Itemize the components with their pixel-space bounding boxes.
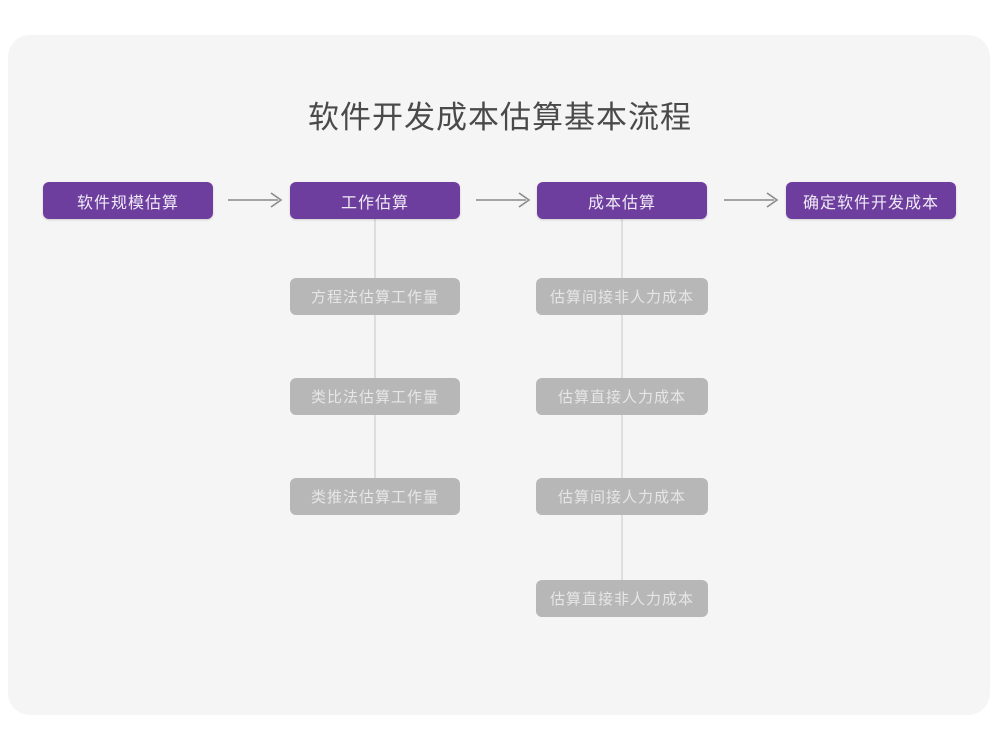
page-title: 软件开发成本估算基本流程 xyxy=(308,100,692,135)
arrow-3 xyxy=(724,190,782,212)
stage-node-1[interactable]: 软件规模估算 xyxy=(43,182,213,219)
substep-node-3-4[interactable]: 估算直接非人力成本 xyxy=(536,580,708,617)
substep-node-3-1[interactable]: 估算间接非人力成本 xyxy=(536,278,708,315)
substep-node-2-3[interactable]: 类推法估算工作量 xyxy=(290,478,460,515)
stage-node-4[interactable]: 确定软件开发成本 xyxy=(786,182,956,219)
substep-node-3-2[interactable]: 估算直接人力成本 xyxy=(536,378,708,415)
stage-node-2[interactable]: 工作估算 xyxy=(290,182,460,219)
substep-node-2-2[interactable]: 类比法估算工作量 xyxy=(290,378,460,415)
substep-node-3-3[interactable]: 估算间接人力成本 xyxy=(536,478,708,515)
stage-node-3[interactable]: 成本估算 xyxy=(537,182,707,219)
arrow-2 xyxy=(476,190,534,212)
arrow-1 xyxy=(228,190,286,212)
substep-node-2-1[interactable]: 方程法估算工作量 xyxy=(290,278,460,315)
diagram-card xyxy=(8,35,990,715)
connector-line-stage-2 xyxy=(374,219,376,499)
